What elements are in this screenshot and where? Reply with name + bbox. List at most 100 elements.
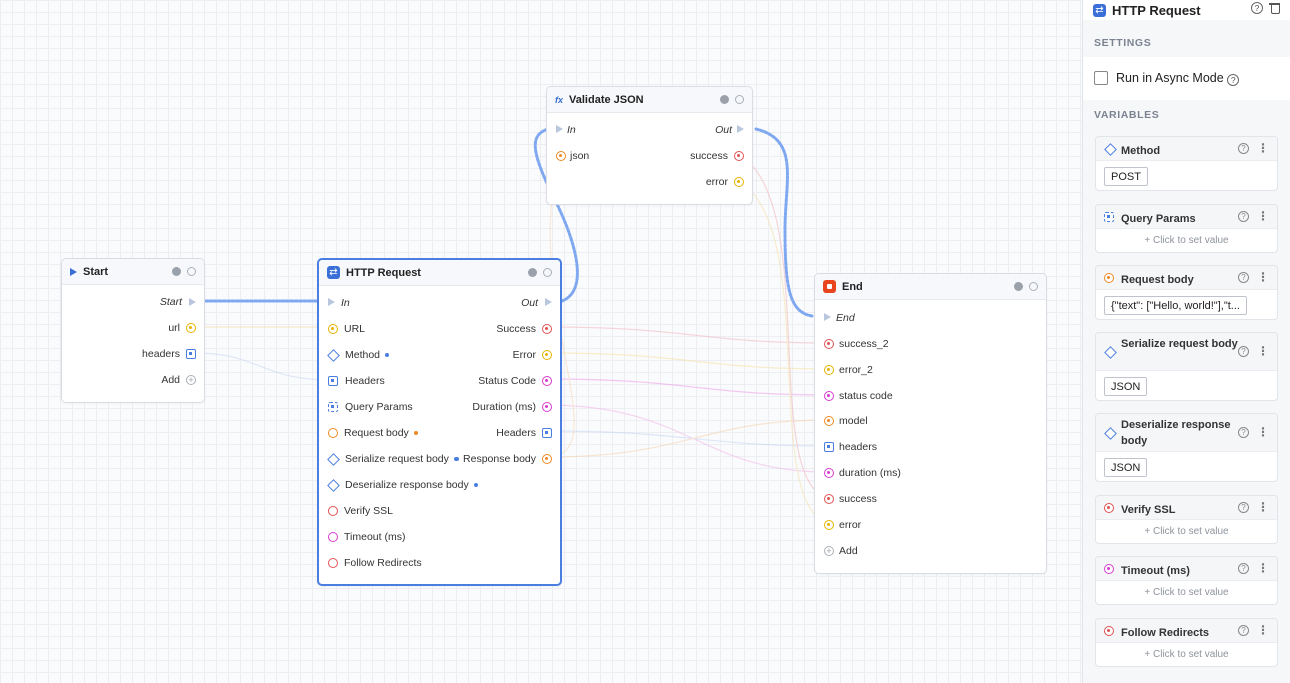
port-headers-dot[interactable] [186,349,196,359]
port-error-dot[interactable] [734,177,744,187]
port-model-dot[interactable] [824,416,834,426]
end-node[interactable]: End End success_2 error_2 status code mo… [814,273,1047,574]
settings-section-title: SETTINGS [1094,37,1152,49]
variable-value[interactable]: JSON [1104,377,1148,396]
exec-in-port[interactable] [328,298,335,306]
port-status-dot[interactable] [542,376,552,386]
help-icon[interactable]: ? [1238,271,1249,283]
http-node-header[interactable]: ⇄ HTTP Request [319,260,560,286]
help-icon[interactable]: ? [1238,562,1249,574]
async-mode-checkbox[interactable] [1094,71,1108,85]
exec-out-port[interactable] [737,125,744,133]
port-out-headers-dot[interactable] [542,428,552,438]
set-value-link[interactable]: + Click to set value [1144,649,1229,660]
variable-value[interactable]: POST [1104,167,1148,186]
port-statuscode-dot[interactable] [824,391,834,401]
variable-card-method[interactable]: Method ?⋮ POST [1095,136,1278,191]
help-icon[interactable]: ? [1251,2,1263,14]
variable-card-request-body[interactable]: Request body ? ⋮ {"text": ["Hello, world!… [1095,265,1278,320]
help-icon[interactable] [528,268,537,277]
port-redirects-dot[interactable] [328,558,338,568]
port-headers-dot[interactable] [328,376,338,386]
port-timeout-dot[interactable] [328,532,338,542]
port-success2-dot[interactable] [824,339,834,349]
more-icon[interactable]: ⋮ [1257,623,1269,637]
variable-value[interactable]: JSON [1104,458,1148,477]
port-add-label[interactable]: Add [161,374,180,386]
comment-icon[interactable] [1029,282,1038,291]
help-icon[interactable]: ? [1227,74,1240,86]
port-url-dot[interactable] [186,323,196,333]
port-query-dot[interactable] [328,402,338,412]
port-deserialize-dot[interactable] [327,479,340,492]
help-icon[interactable]: ? [1238,210,1249,222]
more-icon[interactable]: ⋮ [1257,141,1269,155]
help-icon[interactable]: ? [1238,142,1249,154]
exec-out-port[interactable] [189,298,196,306]
end-node-header[interactable]: End [815,274,1046,300]
port-success-dot[interactable] [734,151,744,161]
async-mode-label[interactable]: Run in Async Mode ? [1116,71,1240,86]
help-icon[interactable]: ? [1238,345,1249,357]
exec-out-port[interactable] [545,298,552,306]
help-icon[interactable] [1014,282,1023,291]
port-json-dot[interactable] [556,151,566,161]
add-port-icon[interactable]: + [186,375,196,385]
port-error-dot[interactable] [542,350,552,360]
start-node-header[interactable]: Start [62,259,204,285]
port-method-dot[interactable] [327,349,340,362]
port-success-dot[interactable] [542,324,552,334]
edge-success-success2 [545,326,829,344]
add-port-icon[interactable]: + [824,546,834,556]
variable-card-verify-ssl[interactable]: Verify SSL ?⋮ + Click to set value [1095,495,1278,544]
more-icon[interactable]: ⋮ [1257,561,1269,575]
help-icon[interactable]: ? [1238,426,1249,438]
port-serialize-label: Serialize request body [345,453,458,465]
trash-icon[interactable] [1269,2,1280,14]
more-icon[interactable]: ⋮ [1257,344,1269,358]
help-icon[interactable] [172,267,181,276]
comment-icon[interactable] [543,268,552,277]
comment-icon[interactable] [187,267,196,276]
more-icon[interactable]: ⋮ [1257,500,1269,514]
variable-card-deserialize[interactable]: Deserialize response body ?⋮ JSON [1095,413,1278,482]
port-duration-dot[interactable] [824,468,834,478]
port-error-dot[interactable] [824,520,834,530]
port-add-label[interactable]: Add [839,545,858,557]
port-success-dot[interactable] [824,494,834,504]
set-value-link[interactable]: + Click to set value [1144,587,1229,598]
flow-canvas[interactable]: Start Start url headers Add + ⇄ HTTP Req… [0,0,1082,683]
port-serialize-dot[interactable] [327,453,340,466]
http-request-node[interactable]: ⇄ HTTP Request In URL Method Headers Que… [317,258,562,586]
start-node[interactable]: Start Start url headers Add + [61,258,205,403]
more-icon[interactable]: ⋮ [1257,270,1269,284]
help-icon[interactable]: ? [1238,501,1249,513]
variable-card-timeout[interactable]: Timeout (ms) ?⋮ + Click to set value [1095,556,1278,605]
help-icon[interactable] [720,95,729,104]
set-value-link[interactable]: + Click to set value [1144,235,1229,246]
more-icon[interactable]: ⋮ [1257,209,1269,223]
exec-in-port[interactable] [824,313,831,321]
port-model-label: model [839,415,868,427]
port-headers-dot[interactable] [824,442,834,452]
port-timeout-label: Timeout (ms) [344,531,406,543]
validate-json-node[interactable]: fx Validate JSON In Out json success err… [546,86,753,205]
help-icon[interactable]: ? [1238,624,1249,636]
port-duration-dot[interactable] [542,402,552,412]
port-body-dot[interactable] [328,428,338,438]
more-icon[interactable]: ⋮ [1257,425,1269,439]
port-ssl-dot[interactable] [328,506,338,516]
port-response-dot[interactable] [542,454,552,464]
set-value-link[interactable]: + Click to set value [1144,526,1229,537]
validate-node-header[interactable]: fx Validate JSON [547,87,752,113]
variable-card-serialize[interactable]: Serialize request body ?⋮ JSON [1095,332,1278,401]
exec-in-port[interactable] [556,125,563,133]
variable-card-query-params[interactable]: Query Params ?⋮ + Click to set value [1095,204,1278,253]
comment-icon[interactable] [735,95,744,104]
variable-value[interactable]: {"text": ["Hello, world!"],"t... [1104,296,1247,315]
variable-card-follow-redirects[interactable]: Follow Redirects ?⋮ + Click to set value [1095,618,1278,667]
variable-name: Request body [1121,274,1194,286]
port-error2-dot[interactable] [824,365,834,375]
settings-section: Run in Async Mode ? [1083,57,1290,100]
port-url-dot[interactable] [328,324,338,334]
